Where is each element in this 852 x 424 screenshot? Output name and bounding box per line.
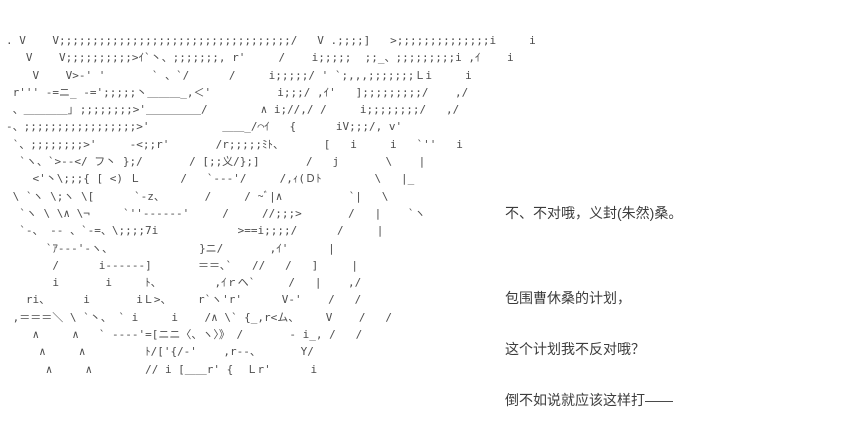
- dialogue-line-plan-1: 包围曹休桑的计划，: [505, 290, 631, 306]
- dialogue-line-plan-3: 倒不如说就应该这样打——: [505, 392, 673, 408]
- ascii-art-character: . V V;;;;;;;;;;;;;;;;;;;;;;;;;;;;;;;;;;;…: [6, 34, 536, 376]
- dialogue-block: 不、不对哦，义封(朱然)桑。 包围曹休桑的计划， 这个计划我不反对哦？ 倒不如说…: [505, 171, 729, 424]
- dialogue-line-address: 不、不对哦，义封(朱然)桑。: [505, 205, 683, 221]
- dialogue-paragraph-plan: 包围曹休桑的计划， 这个计划我不反对哦？ 倒不如说就应该这样打——: [505, 256, 729, 424]
- dialogue-line-plan-2: 这个计划我不反对哦？: [505, 341, 645, 357]
